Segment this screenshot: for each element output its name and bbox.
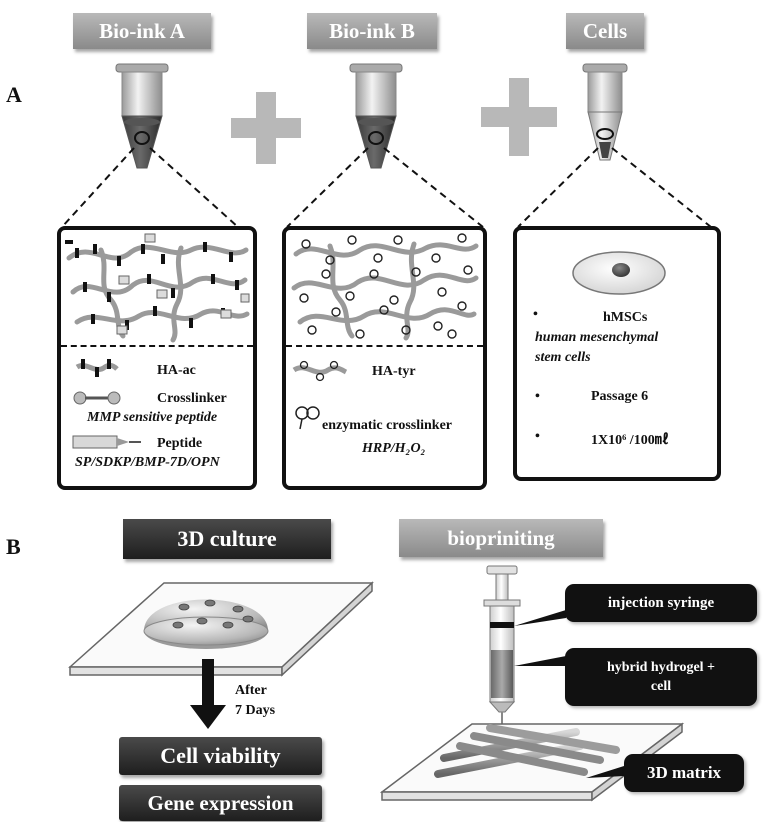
hmscs-desc-line2: stem cells bbox=[535, 350, 591, 365]
cell-viability-box: Cell viability bbox=[119, 737, 322, 775]
hybrid-hydrogel-line2: cell bbox=[650, 679, 672, 694]
bullet-3: • bbox=[535, 429, 540, 444]
ha-ac-network-graphic bbox=[65, 233, 250, 343]
gene-expression-box: Gene expression bbox=[119, 785, 322, 821]
cells-header: Cells bbox=[566, 13, 644, 49]
mmp-peptide-label: MMP sensitive peptide bbox=[87, 410, 218, 425]
crosslinker-label: Crosslinker bbox=[157, 391, 227, 406]
crosslinker-legend-icon bbox=[73, 391, 121, 405]
bullet-1: • bbox=[533, 307, 538, 322]
panel-a-label: A bbox=[6, 82, 22, 107]
plus-icon-1 bbox=[231, 92, 301, 164]
3d-culture-header: 3D culture bbox=[123, 519, 331, 559]
bio-ink-a-detail-box: HA-ac Crosslinker MMP sensitive peptide … bbox=[57, 226, 257, 490]
enzymatic-crosslinker-icon bbox=[295, 406, 320, 430]
ha-ac-legend-icon bbox=[75, 359, 119, 377]
panel-b-label: B bbox=[6, 534, 21, 559]
days-label: 7 Days bbox=[235, 703, 276, 718]
passage-label: Passage 6 bbox=[591, 389, 649, 404]
ha-tyr-legend-icon bbox=[292, 360, 348, 382]
hmscs-label: hMSCs bbox=[603, 310, 648, 325]
tube-a-icon bbox=[115, 63, 169, 169]
cells-detail-box: • hMSCs human mesenchymal stem cells • P… bbox=[513, 226, 721, 481]
hrp-h2o2-label: HRP/H₂O₂ bbox=[362, 441, 426, 456]
after-label: After bbox=[235, 683, 267, 698]
plus-icon-2 bbox=[481, 78, 557, 156]
peptide-legend-icon bbox=[72, 435, 141, 449]
bioprinting-header: biopriniting bbox=[399, 519, 603, 557]
injection-syringe-callout: injection syringe bbox=[565, 584, 757, 622]
3d-matrix-callout: 3D matrix bbox=[624, 754, 744, 792]
tube-cells-icon bbox=[582, 63, 628, 161]
peptide-label: Peptide bbox=[157, 436, 203, 451]
ha-tyr-network-graphic bbox=[291, 233, 479, 341]
bioprinting-graphic bbox=[380, 565, 685, 802]
bio-ink-b-detail-box: HA-tyr enzymatic crosslinker HRP/H₂O₂ bbox=[282, 226, 487, 490]
hybrid-hydrogel-callout: hybrid hydrogel + cell bbox=[565, 648, 757, 706]
cell-icon bbox=[572, 251, 666, 295]
tube-b-icon bbox=[349, 63, 403, 169]
hmscs-desc-line1: human mesenchymal bbox=[535, 330, 659, 345]
panel-a-tubes-graphic bbox=[61, 63, 712, 228]
ha-tyr-label: HA-tyr bbox=[372, 364, 416, 379]
peptide-types-label: SP/SDKP/BMP-7D/OPN bbox=[75, 455, 220, 470]
bio-ink-a-header: Bio-ink A bbox=[73, 13, 211, 49]
3d-culture-graphic bbox=[68, 581, 374, 729]
bullet-2: • bbox=[535, 389, 540, 404]
cell-density-label: 1X10⁶ /100㎖ bbox=[591, 433, 669, 448]
enzymatic-crosslinker-label: enzymatic crosslinker bbox=[322, 418, 452, 433]
hybrid-hydrogel-line1: hybrid hydrogel + bbox=[606, 660, 716, 675]
bio-ink-b-header: Bio-ink B bbox=[307, 13, 437, 49]
ha-ac-label: HA-ac bbox=[157, 363, 196, 378]
